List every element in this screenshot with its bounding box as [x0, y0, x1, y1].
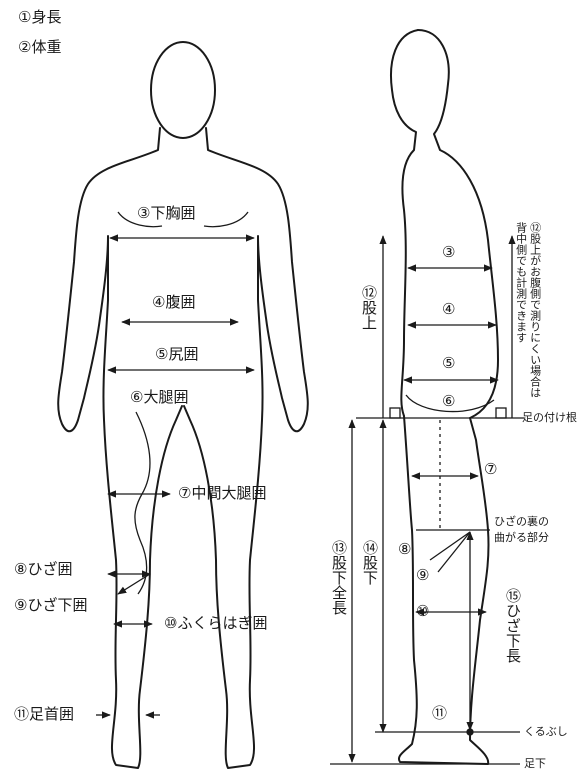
under-bust-text: 下胸囲 — [150, 204, 196, 222]
thigh-text: 大腿囲 — [143, 388, 189, 406]
label-inseam: ⑭股下 — [361, 540, 379, 585]
waist-text: 腹囲 — [165, 293, 196, 311]
hip-text: 尻囲 — [168, 345, 199, 363]
knee-text: ひざ囲 — [27, 560, 73, 578]
front-body-outline — [57, 41, 309, 769]
label-crotch-rise: ⑫股上 — [360, 285, 378, 330]
label-ankle: ⑪足首囲 — [14, 707, 74, 722]
label-sole: 足下 — [524, 757, 546, 770]
inseam-total-text: 股下全長 — [330, 555, 348, 615]
below-knee-length-text: ひざ下長 — [504, 603, 522, 663]
side-num-8: ⑧ — [398, 540, 412, 558]
label-hip: ⑤尻囲 — [155, 347, 198, 362]
num-10: ⑩ — [164, 614, 178, 632]
label-ankle-bone: くるぶし — [524, 725, 568, 738]
side-num-7: ⑦ — [484, 460, 498, 478]
num-11: ⑪ — [14, 705, 30, 723]
side-num-3: ③ — [442, 243, 456, 261]
num-7: ⑦ — [178, 484, 192, 502]
side-num-4: ④ — [442, 300, 456, 318]
side-num-9: ⑨ — [416, 566, 430, 584]
mid-thigh-text: 中間大腿囲 — [191, 484, 267, 502]
num-12: ⑫ — [360, 285, 378, 300]
num-8: ⑧ — [14, 560, 28, 578]
num-13: ⑬ — [330, 540, 348, 555]
legend-weight: ②体重 — [18, 38, 62, 56]
crotch-rise-text: 股上 — [360, 300, 378, 330]
note-crotch-rise-2: 背中側でも計測できます — [514, 222, 528, 343]
ankle-text: 足首囲 — [29, 705, 75, 723]
label-inseam-total: ⑬股下全長 — [330, 540, 348, 615]
num-15: ⑮ — [504, 588, 522, 603]
label-calf: ⑩ふくらはぎ囲 — [164, 616, 267, 631]
label-waist: ④腹囲 — [152, 295, 195, 310]
side-num-10: ⑩ — [416, 602, 430, 620]
label-under-bust: ③下胸囲 — [137, 206, 195, 221]
legend-height: ①身長 — [18, 8, 62, 26]
label-leg-base: 足の付け根 — [522, 411, 577, 424]
note-num-12: ⑫ — [528, 222, 542, 233]
front-measure-lines — [96, 211, 255, 719]
label-below-knee: ⑨ひざ下囲 — [14, 598, 87, 613]
num-4: ④ — [152, 293, 166, 311]
label-knee-back-2: 曲がる部分 — [494, 531, 549, 544]
note-line1: 股上がお腹側で測りにくい場合は — [528, 233, 542, 398]
label-mid-thigh: ⑦中間大腿囲 — [178, 486, 266, 501]
label-knee: ⑧ひざ囲 — [14, 562, 72, 577]
label-below-knee-length: ⑮ひざ下長 — [504, 588, 522, 663]
label-knee-back-1: ひざの裏の — [494, 515, 549, 528]
num-14: ⑭ — [361, 540, 379, 555]
num-9: ⑨ — [14, 596, 28, 614]
inseam-text: 股下 — [361, 555, 379, 585]
calf-text: ふくらはぎ囲 — [177, 614, 268, 632]
label-thigh: ⑥大腿囲 — [130, 390, 188, 405]
side-num-11: ⑪ — [432, 704, 448, 722]
num-5: ⑤ — [155, 345, 169, 363]
side-body-outline — [390, 29, 499, 765]
num-3: ③ — [137, 204, 151, 222]
num-6: ⑥ — [130, 388, 144, 406]
side-num-5: ⑤ — [442, 354, 456, 372]
below-knee-text: ひざ下囲 — [27, 596, 88, 614]
side-num-6: ⑥ — [442, 392, 456, 410]
note-crotch-rise: ⑫股上がお腹側で測りにくい場合は — [528, 222, 542, 412]
side-measure-lines — [330, 235, 524, 765]
